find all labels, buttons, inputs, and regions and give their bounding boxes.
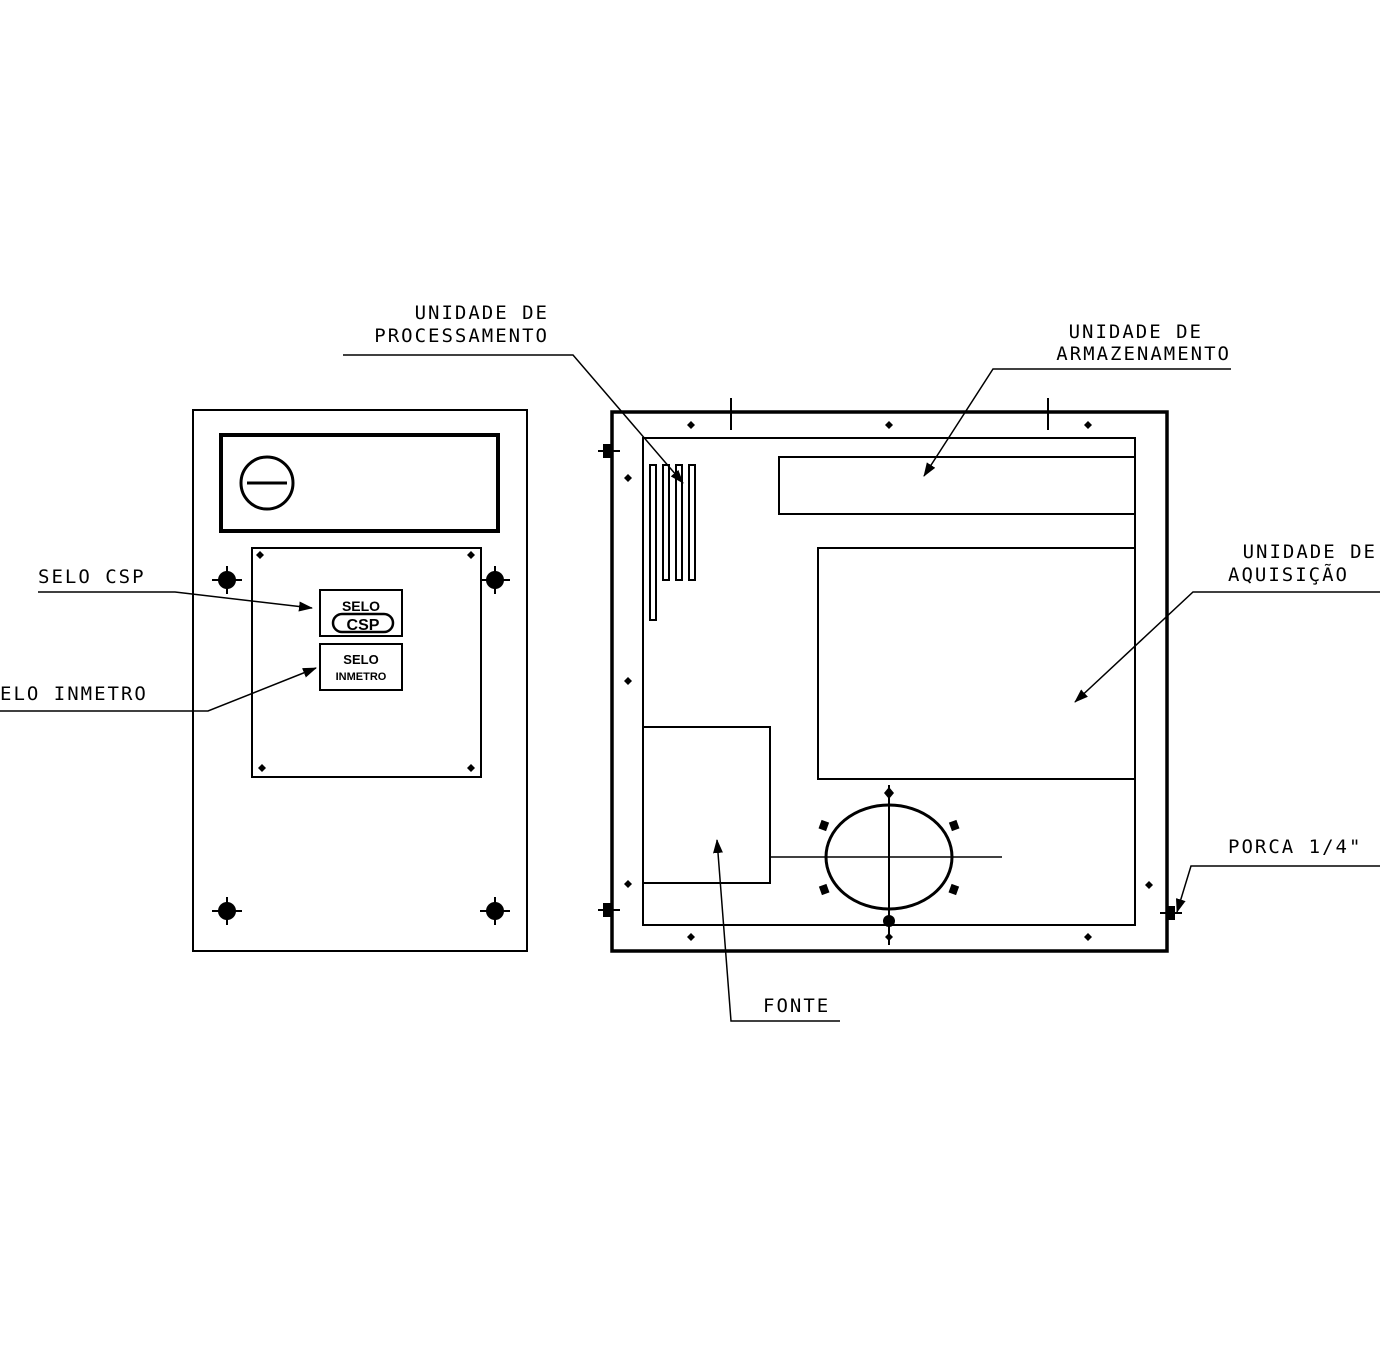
plate-screws — [256, 551, 475, 772]
csp-seal: SELO CSP — [319, 589, 403, 637]
label-aquisicao-line2: AQUISIÇÃO — [1228, 563, 1349, 586]
lock-icon — [239, 455, 295, 511]
inmetro-seal-bottom-text: INMETRO — [336, 671, 387, 683]
inmetro-seal: SELO INMETRO — [319, 643, 403, 691]
inmetro-seal-top-text: SELO — [343, 652, 378, 667]
side-fasteners — [598, 444, 1182, 920]
leader-selo-inmetro — [0, 667, 317, 712]
leader-selo-csp — [38, 591, 313, 612]
mounting-bolts — [212, 566, 510, 925]
display-window — [219, 433, 500, 533]
acquisition-unit-box — [817, 547, 1136, 780]
leader-processamento — [343, 354, 684, 484]
label-fonte: FONTE — [763, 995, 830, 1017]
front-cabinet-outline — [192, 409, 528, 952]
label-selo-inmetro: ELO INMETRO — [0, 683, 148, 705]
label-armazenamento-line2: ARMAZENAMENTO — [1056, 343, 1231, 365]
label-armazenamento-line1: UNIDADE DE — [1069, 321, 1203, 343]
label-processamento-line2: PROCESSAMENTO — [374, 325, 549, 347]
internal-view: UNIDADE DE PROCESSAMENTO UNIDADE DE ARMA… — [343, 302, 1380, 1022]
leader-armazenamento — [923, 368, 1231, 477]
processing-unit-boards — [649, 464, 696, 621]
label-aquisicao-line1: UNIDADE DE — [1243, 541, 1377, 563]
leader-porca — [1176, 865, 1380, 913]
csp-seal-logo-text: CSP — [347, 617, 380, 634]
internal-screws — [624, 421, 1153, 941]
power-supply-box — [642, 726, 771, 884]
front-view: SELO CSP SELO INMETRO SELO CSP ELO INMET… — [0, 409, 528, 952]
storage-unit-box — [778, 456, 1136, 515]
csp-seal-top-text: SELO — [342, 598, 380, 614]
label-selo-csp: SELO CSP — [38, 566, 146, 588]
circular-opening — [770, 785, 1002, 945]
internal-cabinet-outline — [610, 410, 1169, 953]
inner-cover-plate — [251, 547, 482, 778]
leader-aquisicao — [1074, 591, 1380, 703]
leader-fonte — [713, 839, 840, 1022]
label-porca: PORCA 1/4" — [1228, 836, 1362, 858]
label-processamento-line1: UNIDADE DE — [415, 302, 549, 324]
